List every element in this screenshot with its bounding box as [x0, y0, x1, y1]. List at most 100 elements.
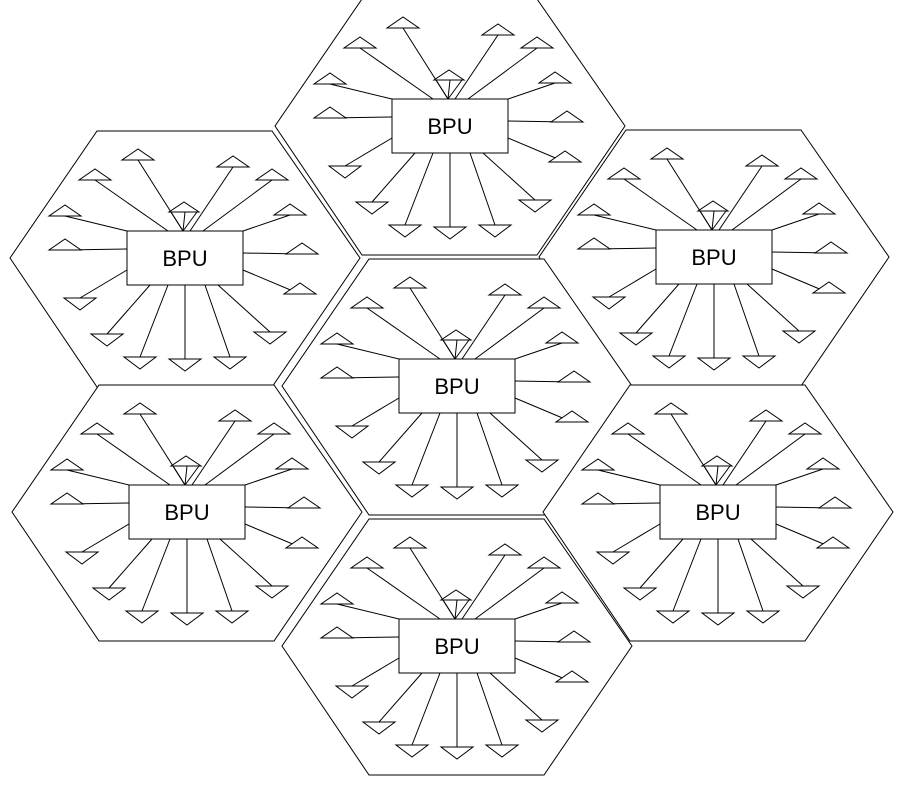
bpu-label: BPU	[164, 500, 209, 525]
antenna-triangle-icon	[432, 226, 468, 240]
antenna-triangle-icon	[91, 587, 127, 601]
antenna-link	[715, 465, 719, 486]
antenna-link	[476, 672, 503, 746]
antenna-link	[735, 433, 806, 486]
antenna-triangle-icon	[392, 276, 428, 289]
antenna-triangle-icon	[484, 484, 520, 498]
antenna-triangle-icon	[394, 484, 430, 498]
antenna-link	[672, 538, 702, 612]
antenna-link	[514, 602, 563, 620]
antenna-triangle-icon	[817, 496, 853, 509]
antenna-link	[514, 342, 563, 360]
antenna-link	[184, 465, 188, 486]
antenna-triangle-icon	[64, 551, 100, 565]
antenna-link	[454, 339, 470, 360]
antenna-link	[182, 211, 198, 232]
antenna-link	[378, 412, 423, 463]
bpu-label: BPU	[691, 245, 736, 270]
antenna-triangle-icon	[319, 592, 355, 605]
antenna-triangle-icon	[392, 536, 428, 549]
antenna-triangle-icon	[439, 746, 475, 760]
antenna-triangle-icon	[544, 591, 580, 604]
antenna-link	[474, 567, 545, 620]
antenna-triangle-icon	[120, 148, 156, 161]
antenna-link	[351, 397, 400, 427]
bpu-label: BPU	[434, 634, 479, 659]
antenna-triangle-icon	[591, 296, 627, 310]
antenna-triangle-icon	[622, 587, 658, 601]
antenna-triangle-icon	[62, 297, 98, 311]
antenna-link	[461, 294, 506, 360]
antenna-triangle-icon	[124, 610, 160, 624]
antenna-link	[366, 567, 441, 620]
antenna-link	[411, 412, 441, 486]
antenna-link	[699, 210, 713, 231]
antenna-link	[189, 166, 234, 232]
antenna-link	[733, 283, 760, 357]
antenna-triangle-icon	[387, 224, 423, 238]
antenna-triangle-icon	[811, 281, 847, 294]
antenna-triangle-icon	[361, 721, 397, 735]
antenna-triangle-icon	[576, 203, 612, 216]
antenna-triangle-icon	[783, 167, 819, 180]
antenna-triangle-icon	[526, 556, 562, 569]
antenna-triangle-icon	[651, 355, 687, 369]
antenna-triangle-icon	[312, 72, 348, 85]
bpu-box	[398, 358, 516, 414]
bpu-label: BPU	[695, 500, 740, 525]
antenna-link	[597, 469, 661, 486]
antenna-triangle-icon	[439, 486, 475, 500]
antenna-link	[476, 412, 503, 486]
antenna-link	[139, 284, 169, 358]
antenna-triangle-icon	[801, 202, 837, 215]
antenna-link	[775, 468, 824, 486]
cell-center: BPU	[281, 258, 633, 516]
antenna-triangle-icon	[212, 356, 248, 370]
antenna-triangle-icon	[815, 536, 851, 549]
antenna-link	[668, 283, 698, 357]
antenna-link	[718, 165, 763, 231]
antenna-link	[244, 468, 293, 486]
antenna-triangle-icon	[254, 585, 290, 599]
antenna-triangle-icon	[618, 332, 654, 346]
antenna-triangle-icon	[526, 296, 562, 309]
antenna-triangle-icon	[547, 150, 583, 163]
antenna-triangle-icon	[432, 69, 466, 81]
antenna-link	[627, 433, 702, 486]
antenna-link	[242, 214, 291, 232]
antenna-triangle-icon	[556, 370, 592, 383]
antenna-link	[711, 210, 727, 231]
antenna-triangle-icon	[312, 106, 348, 119]
antenna-link	[64, 215, 128, 232]
antenna-link	[378, 672, 423, 723]
antenna-link	[454, 599, 458, 620]
antenna-triangle-icon	[487, 283, 523, 296]
bpu-box	[128, 484, 246, 540]
antenna-triangle-icon	[741, 355, 777, 369]
antenna-link	[447, 79, 463, 100]
antenna-link	[371, 152, 416, 203]
antenna-link	[217, 284, 271, 333]
antenna-triangle-icon	[519, 36, 555, 49]
antenna-link	[447, 79, 451, 100]
antenna-link	[79, 269, 128, 299]
cell-lower-left: BPU	[11, 384, 363, 642]
antenna-link	[366, 307, 441, 360]
antenna-triangle-icon	[319, 332, 355, 345]
antenna-triangle-icon	[319, 366, 355, 379]
antenna-link	[442, 599, 456, 620]
antenna-link	[593, 214, 657, 231]
antenna-triangle-icon	[252, 331, 288, 345]
antenna-link	[623, 178, 698, 231]
bpu-label: BPU	[162, 246, 207, 271]
antenna-link	[404, 152, 434, 226]
antenna-triangle-icon	[700, 455, 734, 467]
antenna-triangle-icon	[122, 356, 158, 370]
antenna-triangle-icon	[167, 358, 203, 372]
antenna-link	[435, 79, 449, 100]
antenna-triangle-icon	[122, 402, 158, 415]
antenna-triangle-icon	[334, 685, 370, 699]
antenna-triangle-icon	[537, 71, 573, 84]
antenna-link	[489, 672, 543, 721]
